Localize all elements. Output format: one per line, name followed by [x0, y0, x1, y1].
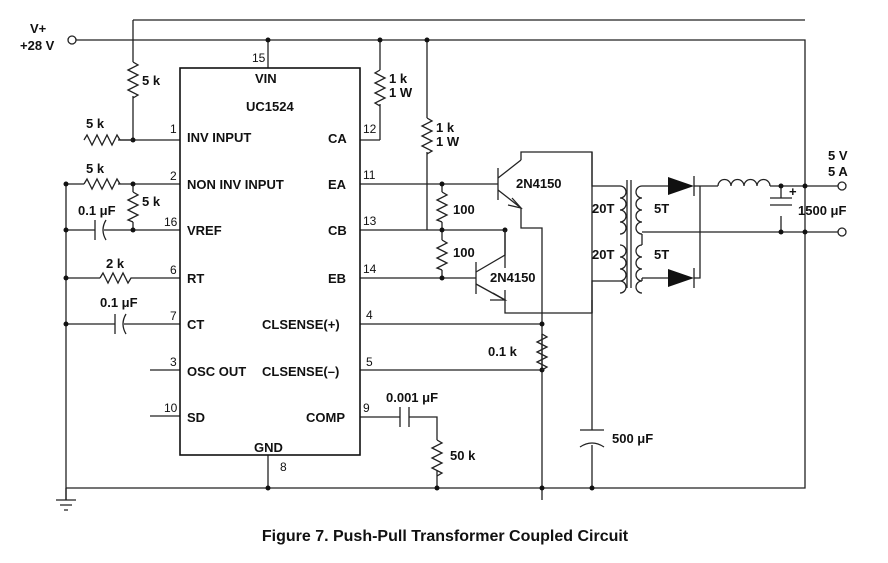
- pin-clsense-pos-label: CLSENSE(+): [262, 317, 340, 332]
- resistor-r-vref: [126, 191, 140, 223]
- resistor-r-rt: [99, 271, 132, 285]
- resistor-r-top: [126, 61, 140, 99]
- pin-inv-input-label: INV INPUT: [187, 130, 251, 145]
- resistor-r-inv: [83, 133, 133, 147]
- sec-bot-turns: 5T: [654, 247, 669, 262]
- supply-value: +28 V: [20, 38, 55, 53]
- pin-comp-num: 9: [363, 401, 370, 415]
- capacitor-c-ct: [114, 313, 127, 335]
- pin-cb-num: 13: [363, 214, 377, 228]
- resistor-r-eb: [435, 239, 449, 271]
- c-vref-value: 0.1 μF: [78, 203, 116, 218]
- pin-clsense-neg-label: CLSENSE(–): [262, 364, 339, 379]
- r-noninv-value: 5 k: [86, 161, 105, 176]
- r-top-value: 5 k: [142, 73, 161, 88]
- pin-ct-label: CT: [187, 317, 204, 332]
- output-current: 5 A: [828, 164, 848, 179]
- figure-caption: Figure 7. Push-Pull Transformer Coupled …: [262, 528, 629, 545]
- pin-sd-label: SD: [187, 410, 205, 425]
- pin-ca-label: CA: [328, 131, 347, 146]
- pin-ea-label: EA: [328, 177, 347, 192]
- c-bulk-value: 500 μF: [612, 431, 653, 446]
- sec-top-turns: 5T: [654, 201, 669, 216]
- resistor-r-cb: [420, 117, 434, 155]
- capacitor-c-vref: [94, 219, 107, 241]
- c-out-polarity: +: [789, 184, 797, 199]
- diode-top: [668, 176, 695, 196]
- transformer: [591, 152, 643, 313]
- ic-name: UC1524: [246, 99, 294, 114]
- pin-vref-label: VREF: [187, 223, 222, 238]
- r-comp-value: 50 k: [450, 448, 476, 463]
- pin-gnd-label: GND: [254, 440, 283, 455]
- output-inductor: [717, 178, 771, 187]
- pin-vin-label: VIN: [255, 71, 277, 86]
- r-inv-value: 5 k: [86, 116, 105, 131]
- pin-ct-num: 7: [170, 309, 177, 323]
- r-ea-value: 100: [453, 202, 475, 217]
- q1-label: 2N4150: [516, 176, 562, 191]
- transistor-q1: [497, 159, 523, 210]
- pin-non-inv-input-label: NON INV INPUT: [187, 177, 284, 192]
- pin-sd-num: 10: [164, 401, 178, 415]
- pin-rt-num: 6: [170, 263, 177, 277]
- q2-label: 2N4150: [490, 270, 536, 285]
- pin-non-inv-input-num: 2: [170, 169, 177, 183]
- c-ct-value: 0.1 μF: [100, 295, 138, 310]
- resistor-r-noninv: [83, 177, 121, 191]
- pin-vin-num: 15: [252, 51, 266, 65]
- pin-gnd-num: 8: [280, 460, 287, 474]
- vplus-terminal: [67, 35, 77, 45]
- pin-clsense-pos-num: 4: [366, 308, 373, 322]
- capacitor-c-comp: [399, 407, 410, 427]
- pin-comp-label: COMP: [306, 410, 345, 425]
- pin-rt-label: RT: [187, 271, 204, 286]
- ground-symbol: [56, 488, 76, 511]
- pin-eb-num: 14: [363, 262, 377, 276]
- c-out-value: 1500 μF: [798, 203, 846, 218]
- pin-inv-input-num: 1: [170, 122, 177, 136]
- pin-osc-out-label: OSC OUT: [187, 364, 246, 379]
- capacitor-c-out: [770, 197, 792, 206]
- junction-dots: [63, 37, 808, 491]
- r-vref-value: 5 k: [142, 194, 161, 209]
- ic-body: [179, 67, 361, 456]
- diode-bottom: [668, 268, 695, 288]
- output-voltage: 5 V: [828, 148, 848, 163]
- r-rt-value: 2 k: [106, 256, 125, 271]
- r-sense-value: 0.1 k: [488, 344, 518, 359]
- c-comp-value: 0.001 μF: [386, 390, 438, 405]
- pin-vref-num: 16: [164, 215, 178, 229]
- pin-osc-out-num: 3: [170, 355, 177, 369]
- resistor-r-comp: [430, 439, 444, 477]
- pin-cb-label: CB: [328, 223, 347, 238]
- pin-clsense-neg-num: 5: [366, 355, 373, 369]
- pin-ca-num: 12: [363, 122, 377, 136]
- output-positive-terminal: [837, 181, 847, 191]
- pin-eb-label: EB: [328, 271, 346, 286]
- pin-ea-num: 11: [363, 168, 376, 182]
- r-eb-value: 100: [453, 245, 475, 260]
- resistor-r-ca: [373, 69, 387, 107]
- resistor-r-ea: [435, 191, 449, 223]
- pri-top-turns: 20T: [592, 201, 614, 216]
- resistor-r-sense: [535, 333, 549, 371]
- pri-bot-turns: 20T: [592, 247, 614, 262]
- output-return-terminal: [837, 227, 847, 237]
- capacitor-c-bulk: [579, 429, 605, 448]
- supply-name: V+: [30, 21, 47, 36]
- transistor-q2: [475, 230, 508, 301]
